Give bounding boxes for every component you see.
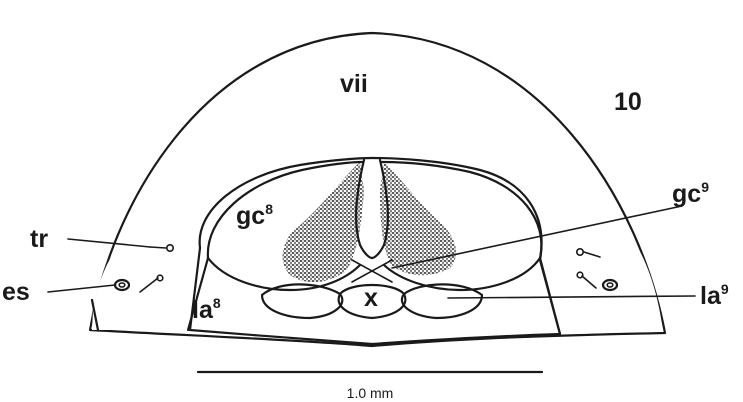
label-tr: tr — [30, 225, 48, 253]
spiracle-left-tick — [150, 247, 166, 248]
label-gc9: gc9 — [672, 179, 709, 208]
gc8-stipple-left — [283, 162, 364, 282]
label-la9: la9 — [700, 281, 729, 310]
label-vii: vii — [340, 70, 368, 98]
scale-bar-label: 1.0 mm — [347, 385, 394, 401]
label-es: es — [2, 278, 30, 306]
figure-number: 10 — [614, 88, 642, 116]
leader-la9 — [448, 296, 695, 298]
label-x: x — [364, 284, 378, 312]
label-la8: la8 — [192, 295, 221, 324]
label-gc8: gc8 — [236, 201, 273, 230]
gc8-stipple-right — [380, 162, 456, 275]
sternite-lower-band-right — [540, 232, 663, 334]
